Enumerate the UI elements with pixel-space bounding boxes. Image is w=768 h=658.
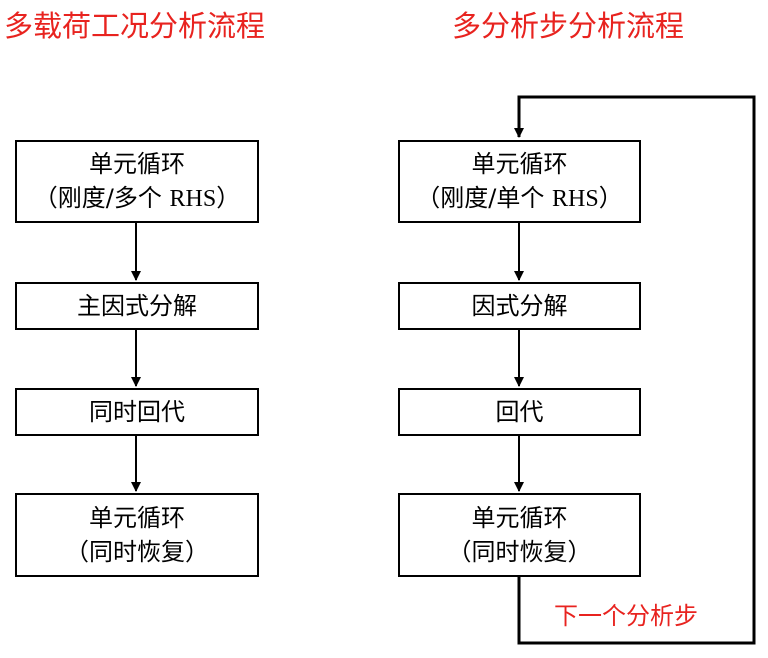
left-step-4-line2: （同时恢复）: [65, 538, 209, 566]
left-step-element-loop-stiffness: 单元循环 （刚度/多个 RHS）: [15, 140, 259, 223]
left-step-1-line2: （刚度/多个 RHS）: [33, 184, 241, 212]
right-step-4-line1: 单元循环: [471, 504, 568, 532]
right-step-element-loop-recovery: 单元循环 （同时恢复）: [398, 493, 641, 577]
left-step-element-loop-recovery: 单元循环 （同时恢复）: [15, 493, 259, 577]
right-step-backsub: 回代: [398, 388, 641, 436]
right-step-1-line2: （刚度/单个 RHS）: [416, 184, 623, 212]
left-step-main-factorization: 主因式分解: [15, 282, 259, 330]
left-step-simultaneous-backsub: 同时回代: [15, 388, 259, 436]
right-flow-title: 多分析步分析流程: [452, 9, 685, 43]
right-step-2-label: 因式分解: [471, 292, 568, 320]
left-step-2-label: 主因式分解: [77, 292, 197, 320]
right-step-4-line2: （同时恢复）: [447, 538, 592, 566]
left-step-1-line1: 单元循环: [89, 150, 185, 178]
right-step-3-label: 回代: [495, 398, 544, 426]
left-step-4-line1: 单元循环: [89, 504, 185, 532]
right-step-1-line1: 单元循环: [471, 150, 568, 178]
left-step-3-label: 同时回代: [89, 398, 185, 426]
next-analysis-step-label: 下一个分析步: [554, 602, 698, 630]
right-step-factorization: 因式分解: [398, 282, 641, 330]
right-step-element-loop-stiffness: 单元循环 （刚度/单个 RHS）: [398, 140, 641, 223]
left-flow-title: 多载荷工况分析流程: [4, 9, 266, 43]
loop-back-arrow: [514, 95, 756, 645]
